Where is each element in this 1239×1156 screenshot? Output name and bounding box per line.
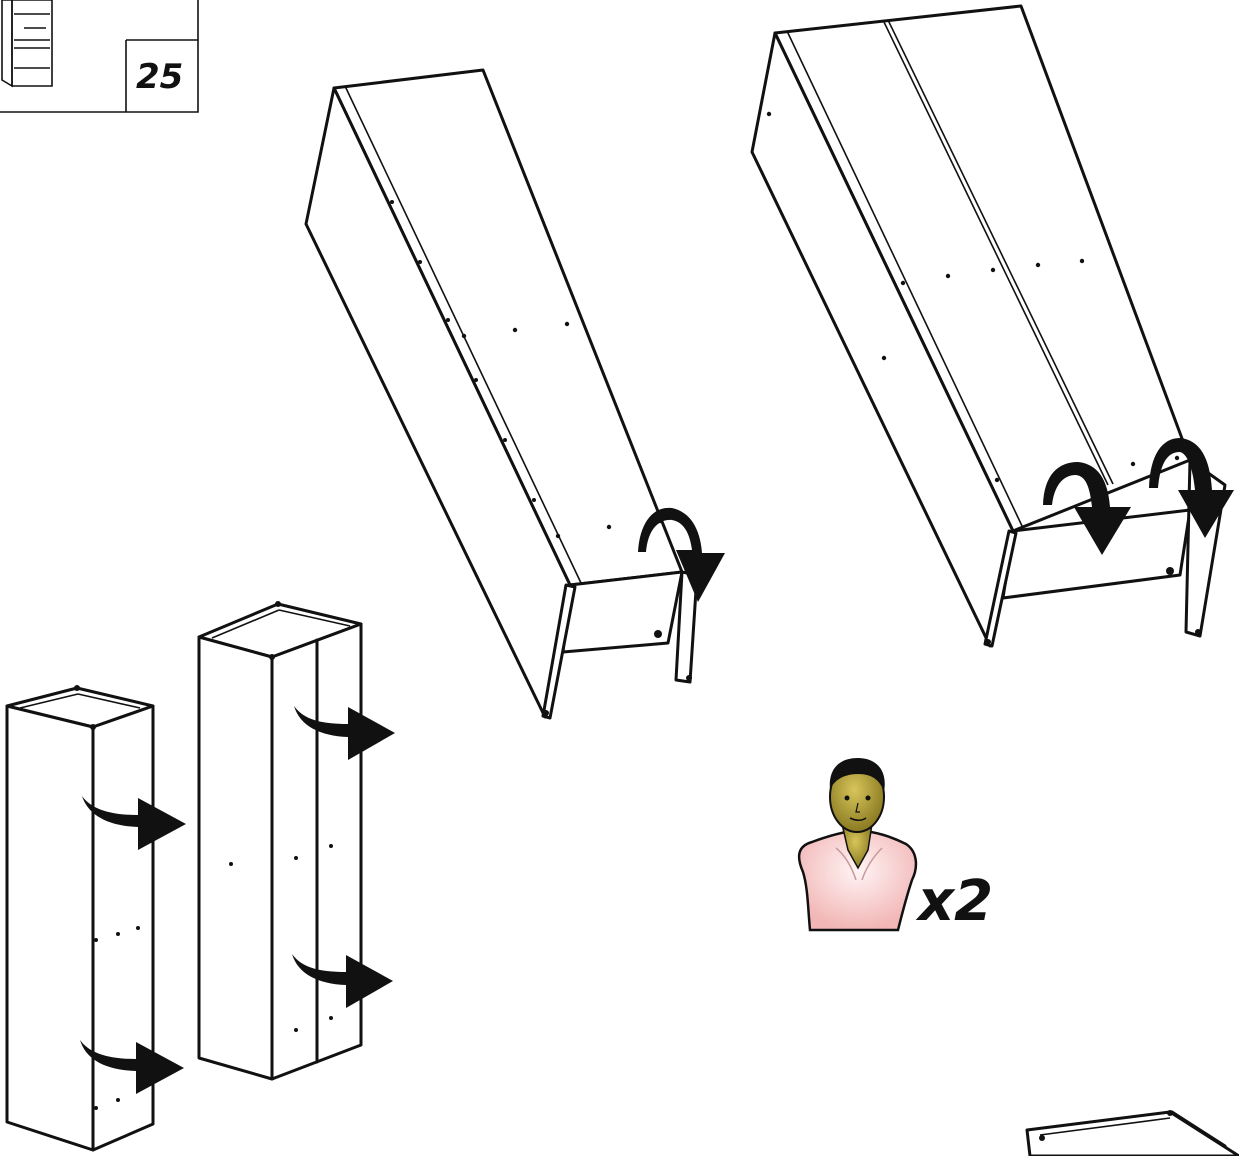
step-number: 25 (136, 57, 183, 97)
person-icon (799, 758, 916, 930)
cabinet-standing-narrow (7, 685, 153, 1150)
cabinet-partial-corner (1027, 1110, 1239, 1156)
cabinet-lying-single (306, 70, 697, 718)
cabinet-lying-double (752, 6, 1225, 646)
person-count-label: x2 (915, 869, 993, 934)
thumbnail-cabinet-icon (2, 0, 52, 86)
cabinet-standing-double (199, 601, 361, 1079)
step-box: 25 (0, 0, 198, 112)
